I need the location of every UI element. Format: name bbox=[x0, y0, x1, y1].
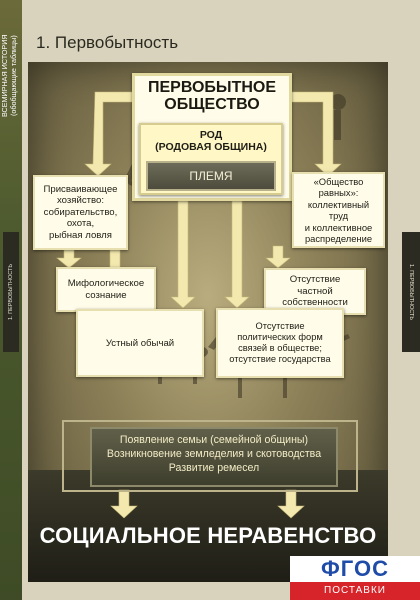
economy-line: хозяйство: bbox=[56, 195, 105, 207]
economy-line: собирательство, bbox=[43, 206, 118, 218]
property-line: собственности bbox=[282, 297, 348, 309]
development-line: Появление семьи (семейной общины) bbox=[119, 434, 309, 446]
mythological-consciousness-box: Мифологическое сознание bbox=[56, 267, 156, 312]
arrow-to-myth bbox=[56, 249, 82, 269]
oral-custom-box: Устный обычай bbox=[76, 309, 204, 377]
arrow-bottom-right bbox=[277, 489, 305, 519]
no-state-box: Отсутствие политических форм связей в об… bbox=[216, 308, 344, 378]
political-line: политических форм bbox=[237, 332, 323, 342]
tribe-box: ПЛЕМЯ bbox=[146, 161, 276, 191]
political-line: Отсутствие bbox=[255, 321, 305, 331]
development-line: Развитие ремесел bbox=[168, 462, 260, 474]
society-of-equals-box: «Общество равных»: коллективный труд и к… bbox=[292, 172, 385, 248]
property-line: Отсутствие bbox=[289, 274, 341, 286]
economy-line: рыбная ловля bbox=[49, 229, 112, 241]
right-marker bbox=[402, 232, 420, 352]
spine-marker bbox=[3, 232, 19, 352]
arrow-center-right bbox=[224, 200, 250, 309]
development-line: Возникновение земледелия и скотоводства bbox=[106, 448, 322, 460]
arrow-to-economy bbox=[84, 91, 134, 177]
fgos-logo-top: ФГОС bbox=[290, 556, 420, 582]
equals-line: равных»: bbox=[318, 187, 359, 198]
right-marker-label: 1. ПЕРВОБЫТНОСТЬ bbox=[408, 263, 414, 320]
political-line: отсутствие государства bbox=[229, 354, 331, 364]
social-inequality-title: СОЦИАЛЬНОЕ НЕРАВЕНСТВО bbox=[39, 523, 377, 548]
arrow-bottom-left bbox=[110, 489, 138, 519]
primitive-society-title-line2: ОБЩЕСТВО bbox=[164, 96, 260, 113]
clan-subtitle: (РОДОВАЯ ОБЩИНА) bbox=[155, 141, 267, 153]
clan-title: РОД bbox=[199, 129, 223, 141]
primitive-society-title-line1: ПЕРВОБЫТНОЕ bbox=[147, 79, 277, 96]
appropriating-economy-box: Присваивающее хозяйство: собирательство,… bbox=[33, 175, 128, 250]
equals-line: и коллективное bbox=[304, 221, 373, 233]
equals-line: «Общество bbox=[313, 175, 364, 187]
developments-band-outline bbox=[62, 420, 358, 492]
arrow-center-left bbox=[170, 200, 196, 309]
equals-line: распределение bbox=[304, 233, 373, 244]
property-line: частной bbox=[297, 285, 333, 297]
developments-band: Появление семьи (семейной общины) Возник… bbox=[90, 427, 338, 487]
economy-line: Присваивающее bbox=[43, 183, 118, 195]
equals-line: труд bbox=[328, 210, 349, 221]
arrow-to-equality bbox=[290, 91, 342, 177]
political-line: связей в обществе; bbox=[238, 343, 322, 353]
economy-line: охота, bbox=[66, 218, 95, 230]
fgos-logo: ФГОС ПОСТАВКИ bbox=[290, 556, 420, 600]
fgos-logo-bottom: ПОСТАВКИ bbox=[290, 582, 420, 600]
equals-line: коллективный bbox=[307, 198, 370, 210]
arrow-to-property bbox=[265, 245, 291, 269]
oral-custom-label: Устный обычай bbox=[105, 337, 175, 349]
primitive-society-title: ПЕРВОБЫТНОЕ ОБЩЕСТВО bbox=[132, 79, 292, 113]
page-title: 1. Первобытность bbox=[36, 33, 179, 52]
myth-line: Мифологическое bbox=[67, 278, 145, 289]
myth-line: сознание bbox=[85, 289, 127, 301]
